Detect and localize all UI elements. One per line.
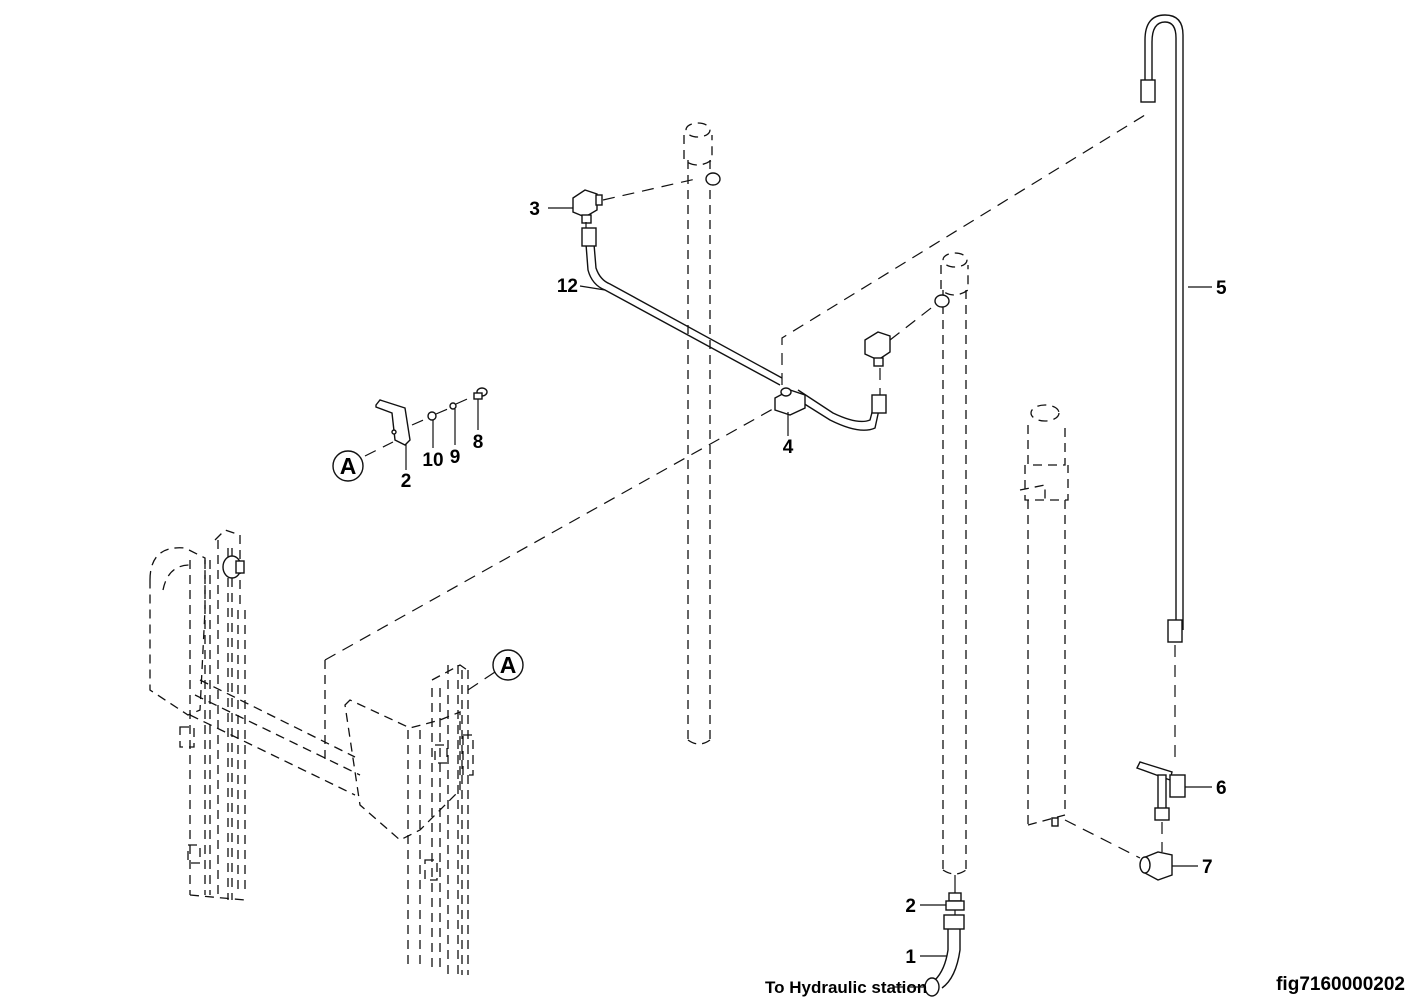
mast-assembly [149, 529, 474, 975]
hose-nut-icon [1140, 79, 1156, 103]
washer-9-icon [449, 402, 457, 410]
hydraulic-station-note: To Hydraulic station [765, 978, 927, 997]
svg-text:6: 6 [1216, 778, 1227, 799]
callout-10: 10 [422, 420, 444, 471]
callout-12: 12 [557, 276, 606, 297]
elbow-fitting-right [864, 331, 891, 367]
callout-8: 8 [473, 399, 484, 453]
assembly-line-mast-A [467, 671, 496, 691]
svg-text:4: 4 [783, 437, 794, 458]
callout-7: 7 [1172, 857, 1213, 878]
svg-text:7: 7 [1202, 857, 1213, 878]
svg-text:2: 2 [905, 896, 916, 917]
hose-1 [924, 914, 965, 997]
svg-text:To Hydraulic station: To Hydraulic station [765, 978, 927, 997]
svg-text:2: 2 [401, 471, 412, 492]
callout-2-bracket: 2 [401, 444, 412, 492]
callout-3: 3 [529, 199, 573, 220]
washer-10-icon [427, 411, 437, 421]
callout-5: 5 [1188, 278, 1227, 299]
callout-2-lower: 2 [905, 896, 946, 917]
figure-id: fig7160000202 [1276, 974, 1405, 995]
callout-9: 9 [450, 409, 461, 468]
svg-text:9: 9 [450, 447, 461, 468]
bolt-8 [473, 387, 488, 400]
svg-text:1: 1 [905, 947, 916, 968]
middle-lift-cylinder [934, 252, 969, 875]
callout-1: 1 [905, 947, 947, 968]
svg-text:12: 12 [557, 276, 578, 297]
hose-5 [1140, 14, 1184, 643]
reference-label: A [500, 652, 517, 678]
assembly-line-mast-to-clamp [324, 404, 781, 661]
right-lift-cylinder [1019, 404, 1069, 827]
bracket-2 [375, 399, 411, 446]
callout-4: 4 [783, 412, 794, 458]
reference-A-mast: A [492, 649, 524, 681]
elbow-7 [1139, 851, 1173, 881]
left-lift-cylinder [683, 122, 721, 745]
adapter-2 [945, 892, 965, 911]
reference-A-detail: A [332, 450, 364, 482]
elbow-fitting-3 [572, 189, 603, 224]
callout-6: 6 [1185, 778, 1227, 799]
svg-text:8: 8 [473, 432, 484, 453]
reference-label: A [340, 453, 357, 479]
svg-text:10: 10 [422, 450, 443, 471]
tee-fitting-4 [774, 387, 806, 416]
svg-text:5: 5 [1216, 278, 1227, 299]
pipe-12 [581, 227, 887, 431]
svg-text:3: 3 [529, 199, 540, 220]
valve-6 [1136, 761, 1186, 821]
pipe-nut-icon [581, 227, 597, 247]
